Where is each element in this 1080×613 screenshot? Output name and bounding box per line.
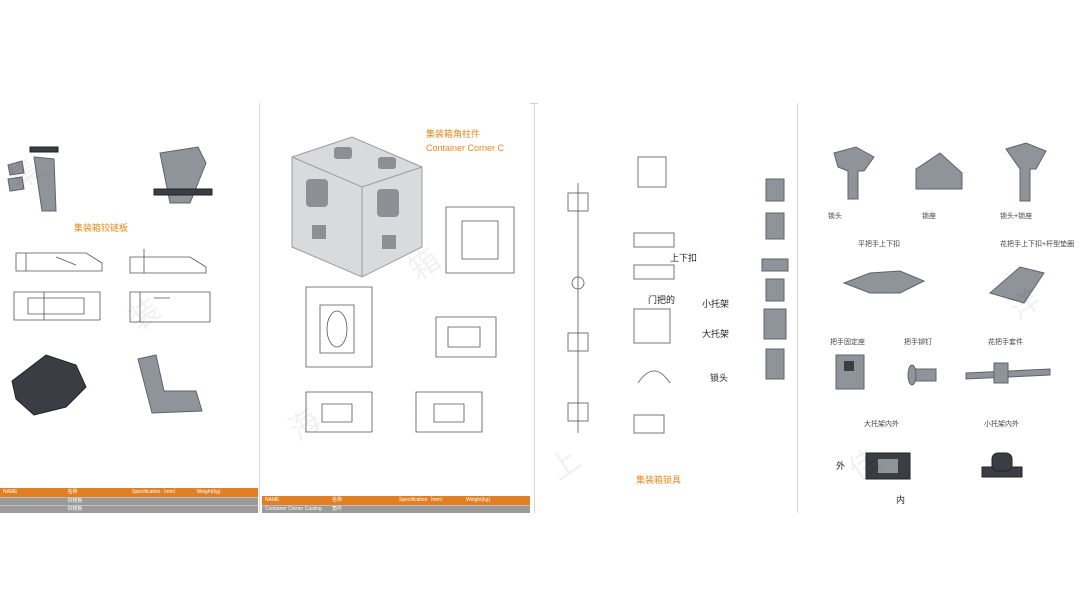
panel-title-cn: 集装箱角柱件 xyxy=(426,129,481,139)
caption-large-bracket: 大托架内外 xyxy=(864,421,899,428)
table-header-cell: Weight(kg) xyxy=(196,489,221,495)
lock-drawing-column xyxy=(633,156,675,434)
corner-drawing-3 xyxy=(435,316,497,358)
corner-drawing-4 xyxy=(305,391,373,433)
corner-drawing-2 xyxy=(305,286,373,368)
hinge-drawing-4 xyxy=(129,291,211,323)
spec-table: NAME 名称 Specification（mm） Weight(kg) Con… xyxy=(262,496,530,513)
table-cell xyxy=(396,506,463,513)
flat-handle-latch-icon xyxy=(842,270,926,294)
panel-footer-title: 集装箱锁具 xyxy=(636,475,682,485)
caption-lock-seat: 锁座 xyxy=(922,213,936,220)
caption-fancy-handle: 花把手上下扣+杆型垫圈 xyxy=(1000,241,1075,248)
callout-door-handle: 门把的 xyxy=(648,295,676,305)
table-cell: 铰链板 xyxy=(67,498,83,504)
large-bracket-icon xyxy=(865,452,911,480)
fancy-handle-latch-icon xyxy=(988,266,1045,304)
door-lock-panel: 上下扣 门把的 小托架 大托架 锁头 集装箱锁具 xyxy=(538,103,794,513)
label-outer: 外 xyxy=(836,461,846,471)
hinge-drawing-1 xyxy=(15,252,103,272)
lock-head-icon xyxy=(833,146,875,200)
lock-parts-column xyxy=(761,178,789,380)
table-cell: 角件 xyxy=(332,506,343,512)
panel-divider xyxy=(259,103,260,513)
lock-parts-panel: 锁头 锁座 锁头+锁座 平把手上下扣 花把手上下扣+杆型垫圈 把手固定座 把手铆… xyxy=(800,103,1080,513)
corner-drawing-5 xyxy=(415,391,483,433)
hinge-strap-icon xyxy=(137,354,203,414)
table-header-cell: Weight(kg) xyxy=(466,497,491,503)
hinge-bracket-icon xyxy=(153,146,213,204)
callout-small-bracket: 小托架 xyxy=(702,299,730,309)
table-header-cell: NAME xyxy=(265,497,280,503)
caption-small-bracket: 小托架内外 xyxy=(984,421,1019,428)
label-inner: 内 xyxy=(896,495,906,505)
table-header-cell: NAME xyxy=(3,489,18,495)
lock-seat-icon xyxy=(915,152,963,190)
table-cell xyxy=(194,506,259,513)
hinge-drawing-2 xyxy=(129,249,207,274)
table-cell: Container Corner Casting xyxy=(265,506,322,512)
corner-drawing-1 xyxy=(445,206,515,274)
caption-handle-seat: 把手固定座 xyxy=(830,339,865,346)
table-cell xyxy=(194,498,259,505)
lock-rod-drawing xyxy=(567,183,589,433)
table-cell: 铰链板 xyxy=(67,506,83,512)
handle-seat-icon xyxy=(835,354,865,390)
panel-title-en: Container Corner C xyxy=(426,143,505,153)
hinge-pin-icon xyxy=(7,146,59,212)
table-row: Container Corner Casting 角件 xyxy=(262,505,530,513)
table-cell xyxy=(0,506,65,513)
hinge-plate-dark-icon xyxy=(11,354,87,416)
handle-rivet-icon xyxy=(907,364,937,386)
table-header-cell: 名称 xyxy=(67,489,78,495)
small-bracket-icon xyxy=(981,452,1023,478)
caption-flat-handle: 平把手上下扣 xyxy=(858,241,900,248)
corner-casting-3d-icon xyxy=(291,136,423,278)
callout-updown-latch: 上下扣 xyxy=(670,253,698,263)
table-header-cell: Specification（mm） xyxy=(132,489,179,495)
table-cell xyxy=(463,506,530,513)
lock-head-seat-icon xyxy=(1005,142,1047,202)
caption-handle-rivet: 把手铆钉 xyxy=(904,339,932,346)
panel-title: 集装箱铰链板 xyxy=(74,223,129,233)
panel-divider xyxy=(797,103,798,513)
table-row: 铰链板 xyxy=(0,497,258,505)
hinge-drawing-3 xyxy=(13,291,101,321)
table-cell xyxy=(129,498,194,505)
caption-fancy-kit: 花把手套件 xyxy=(988,339,1023,346)
caption-lock-head: 锁头 xyxy=(828,213,842,220)
callout-large-bracket: 大托架 xyxy=(702,329,730,339)
table-header-cell: 名称 xyxy=(332,497,343,503)
caption-lock-head-seat: 锁头+锁座 xyxy=(1000,213,1033,220)
table-header: NAME 名称 Specification（mm） Weight(kg) xyxy=(262,496,530,505)
table-cell xyxy=(129,506,194,513)
fancy-handle-kit-icon xyxy=(965,362,1051,384)
table-header-cell: Specification（mm） xyxy=(399,497,446,503)
spec-table: NAME 名称 Specification（mm） Weight(kg) 铰链板… xyxy=(0,488,258,513)
table-row: 铰链板 xyxy=(0,505,258,513)
corner-casting-panel: 集装箱角柱件 Container Corner C NAME 名称 Specif… xyxy=(262,103,530,513)
panel-divider xyxy=(534,103,535,513)
table-header: NAME 名称 Specification（mm） Weight(kg) xyxy=(0,488,258,497)
callout-lock-head: 锁头 xyxy=(710,373,729,383)
hinge-plate-panel: 集装箱铰链板 NAME 名称 Specification（mm） Weight(… xyxy=(0,103,258,513)
table-cell xyxy=(0,498,65,505)
